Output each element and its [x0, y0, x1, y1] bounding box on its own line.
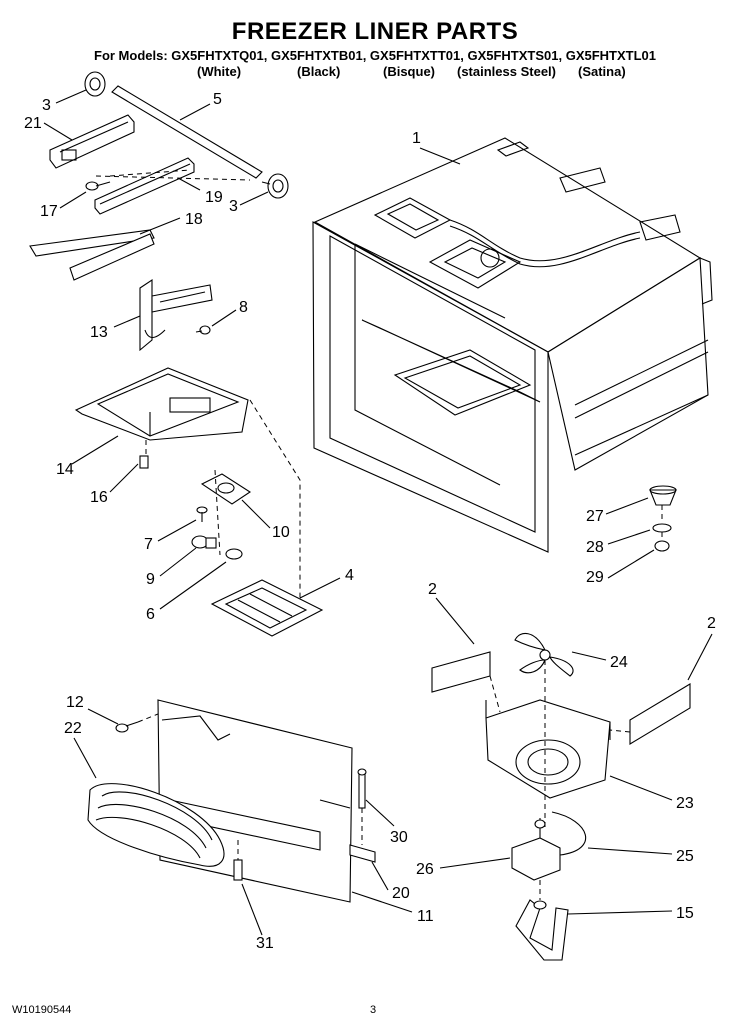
socket-6 [225, 548, 243, 560]
housing-10 [200, 473, 252, 505]
rod [111, 85, 263, 179]
fan-housing-23 [485, 699, 611, 799]
thermistor-30 [357, 768, 367, 809]
callout-5: 5 [213, 91, 222, 108]
page-title: FREEZER LINER PARTS [231, 18, 519, 45]
fan-blade-24 [514, 632, 574, 677]
callout-7: 7 [144, 536, 153, 553]
grille-22 [87, 783, 225, 867]
rail-19 [94, 157, 195, 215]
grommet-27 [649, 485, 677, 506]
pad-right-2 [629, 683, 691, 745]
callout-19: 19 [205, 189, 223, 206]
rear-panel-11 [157, 699, 353, 903]
clip-31 [233, 859, 243, 881]
color-label-black: (Black) [297, 64, 341, 79]
color-label-stainless: (stainless Steel) [457, 64, 556, 79]
callout-3-right: 3 [229, 198, 238, 215]
rail-18 [29, 229, 155, 281]
color-label-satina: (Satina) [578, 64, 626, 79]
callout-3-top: 3 [42, 97, 51, 114]
callout-1: 1 [412, 130, 421, 147]
callout-2-right: 2 [707, 615, 716, 632]
motor-26 [511, 818, 561, 881]
callout-17: 17 [40, 203, 58, 220]
gear-right [261, 173, 289, 199]
lamp-cover-4 [210, 579, 324, 637]
callout-15: 15 [676, 905, 694, 922]
clip-16 [139, 455, 149, 469]
bracket-21 [49, 114, 135, 169]
leader-lines [43, 89, 713, 936]
alignment-lines [95, 169, 663, 900]
screw-17 [85, 181, 111, 191]
bracket-13 [139, 278, 213, 352]
pad-left-2 [431, 651, 491, 693]
callout-22: 22 [64, 720, 82, 737]
callout-16: 16 [90, 489, 108, 506]
callout-20: 20 [392, 885, 410, 902]
bracket-15 [515, 899, 569, 961]
page-number: 3 [370, 1004, 377, 1016]
callout-24: 24 [610, 654, 628, 671]
models-line: For Models: GX5FHTXTQ01, GX5FHTXTB01, GX… [94, 48, 656, 63]
callout-18: 18 [185, 211, 203, 228]
callout-4: 4 [345, 567, 354, 584]
freezer-liner [312, 137, 713, 553]
callout-23: 23 [676, 795, 694, 812]
wire-harness-25 [551, 811, 587, 856]
callout-11: 11 [417, 908, 434, 925]
callout-8: 8 [239, 299, 248, 316]
tray-14 [74, 367, 249, 441]
callout-12: 12 [66, 694, 84, 711]
callout-26: 26 [416, 861, 434, 878]
callout-30: 30 [390, 829, 408, 846]
callout-numbers: 1 2 2 3 3 4 5 6 7 8 9 10 11 12 13 14 15 … [24, 91, 716, 952]
callout-6: 6 [146, 606, 155, 623]
screw-7 [196, 506, 208, 522]
callout-25: 25 [676, 848, 694, 865]
strip-20 [349, 844, 376, 863]
ring-28 [652, 523, 672, 533]
callout-31: 31 [256, 935, 274, 952]
callout-14: 14 [56, 461, 74, 478]
bulb-9 [191, 535, 217, 549]
callout-9: 9 [146, 571, 155, 588]
callout-2-left: 2 [428, 581, 437, 598]
callout-10: 10 [272, 524, 290, 541]
callout-21: 21 [24, 115, 42, 132]
callout-29: 29 [586, 569, 604, 586]
color-label-white: (White) [197, 64, 242, 79]
plug-29 [654, 540, 670, 552]
callout-13: 13 [90, 324, 108, 341]
callout-27: 27 [586, 508, 604, 525]
color-label-bisque: (Bisque) [383, 64, 435, 79]
gear-top [84, 71, 106, 97]
doc-number: W10190544 [12, 1004, 72, 1016]
screw-8 [195, 325, 211, 335]
screw-12 [115, 721, 139, 733]
callout-28: 28 [586, 539, 604, 556]
